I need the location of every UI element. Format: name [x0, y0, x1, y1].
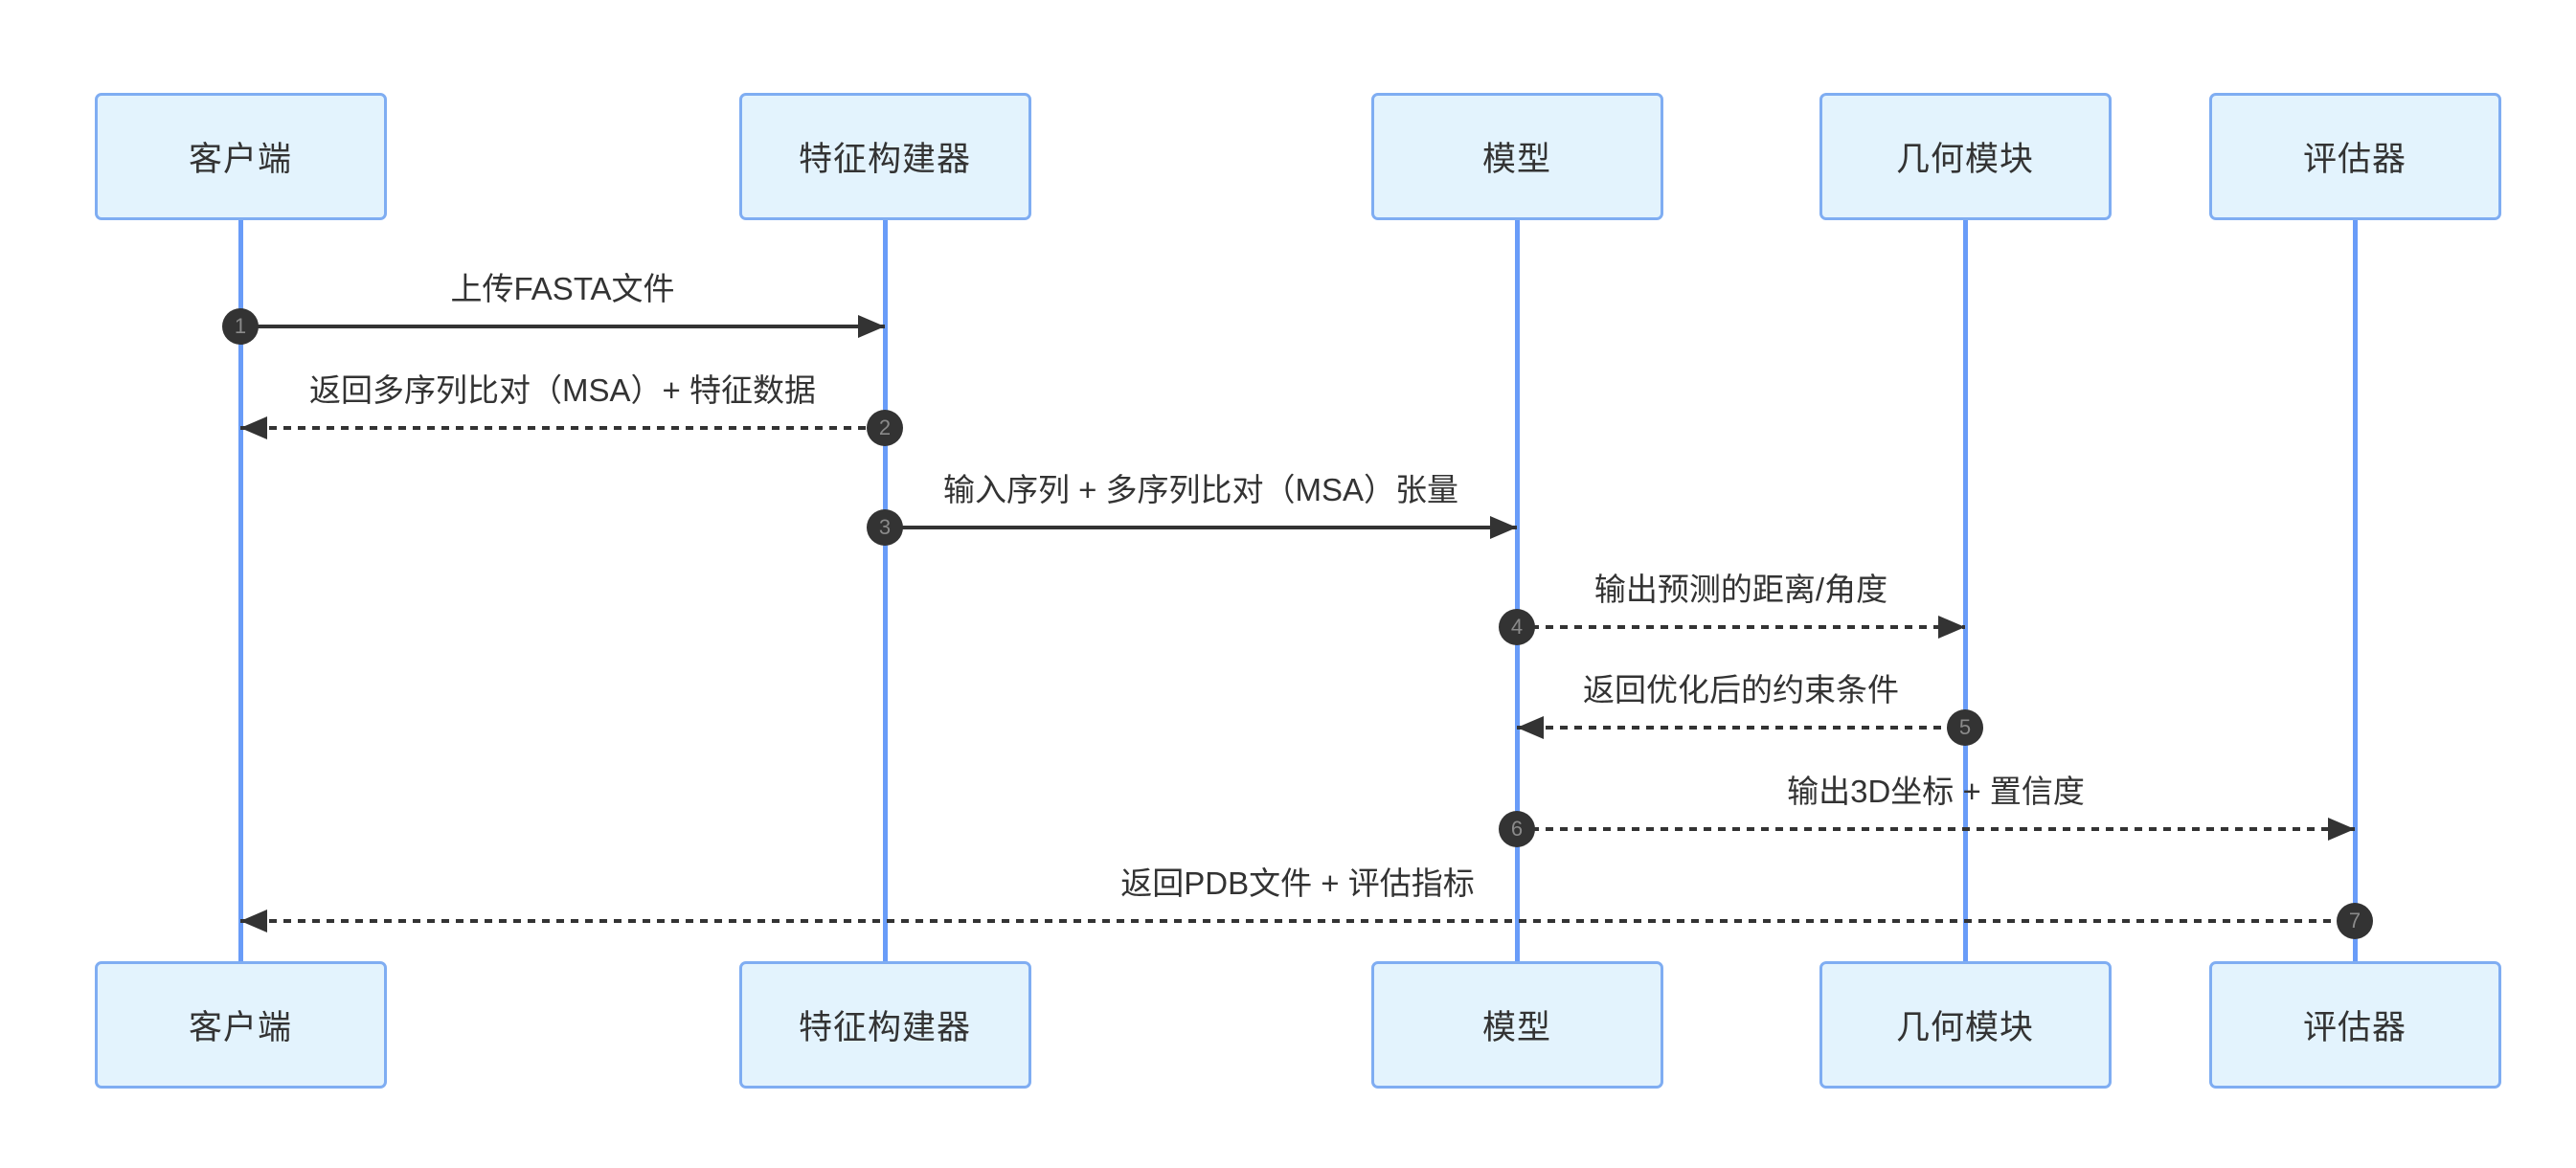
lifeline-model: [1514, 218, 1520, 963]
arrowhead-1: [858, 315, 885, 338]
sequence-number-6: 6: [1499, 811, 1535, 847]
actor-label: 模型: [1481, 141, 1551, 178]
arrowhead-6: [2328, 818, 2355, 841]
message-label-2: 返回多序列比对（MSA）+ 特征数据: [309, 372, 816, 408]
actor-top-geometry-module: 几何模块: [1819, 93, 2112, 220]
arrowhead-5: [1517, 716, 1544, 739]
sequence-number-5: 5: [1947, 709, 1983, 746]
message-line-1: [240, 325, 885, 328]
actor-label: 模型: [1481, 1009, 1551, 1046]
sequence-number-7: 7: [2337, 903, 2373, 939]
actor-top-evaluator: 评估器: [2208, 93, 2501, 220]
message-line-5: [1517, 726, 1965, 730]
actor-label: 特征构建器: [798, 141, 971, 178]
message-line-3: [885, 526, 1517, 529]
sequence-number-1: 1: [222, 308, 259, 345]
actor-top-client: 客户端: [94, 93, 387, 220]
actor-bottom-feature-builder: 特征构建器: [738, 961, 1031, 1089]
message-label-4: 输出预测的距离/角度: [1593, 572, 1888, 607]
lifeline-feature-builder: [882, 218, 888, 963]
arrowhead-3: [1490, 516, 1517, 539]
message-line-6: [1517, 827, 2355, 831]
arrowhead-7: [240, 910, 267, 932]
actor-top-model: 模型: [1370, 93, 1663, 220]
message-label-7: 返回PDB文件 + 评估指标: [1120, 865, 1475, 901]
message-label-6: 输出3D坐标 + 置信度: [1787, 774, 2085, 809]
lifeline-geometry-module: [1962, 218, 1968, 963]
message-line-7: [240, 919, 2355, 923]
actor-label: 客户端: [188, 141, 292, 178]
actor-bottom-model: 模型: [1370, 961, 1663, 1089]
actor-bottom-client: 客户端: [94, 961, 387, 1089]
sequence-number-2: 2: [867, 410, 903, 446]
actor-bottom-evaluator: 评估器: [2208, 961, 2501, 1089]
arrowhead-2: [240, 416, 267, 439]
arrowhead-4: [1938, 616, 1965, 639]
message-label-3: 输入序列 + 多序列比对（MSA）张量: [942, 472, 1459, 507]
actor-label: 评估器: [2302, 141, 2407, 178]
actor-label: 几何模块: [1895, 1009, 2034, 1046]
lifeline-client: [237, 218, 243, 963]
actor-label: 客户端: [188, 1009, 292, 1046]
sequence-number-3: 3: [867, 509, 903, 546]
message-line-4: [1517, 625, 1965, 629]
actor-label: 特征构建器: [798, 1009, 971, 1046]
sequence-number-4: 4: [1499, 609, 1535, 645]
actor-label: 几何模块: [1895, 141, 2034, 178]
message-label-5: 返回优化后的约束条件: [1583, 672, 1899, 708]
message-line-2: [240, 426, 885, 430]
actor-top-feature-builder: 特征构建器: [738, 93, 1031, 220]
message-label-1: 上传FASTA文件: [450, 271, 675, 306]
actor-bottom-geometry-module: 几何模块: [1819, 961, 2112, 1089]
lifeline-evaluator: [2352, 218, 2358, 963]
actor-label: 评估器: [2302, 1009, 2407, 1046]
